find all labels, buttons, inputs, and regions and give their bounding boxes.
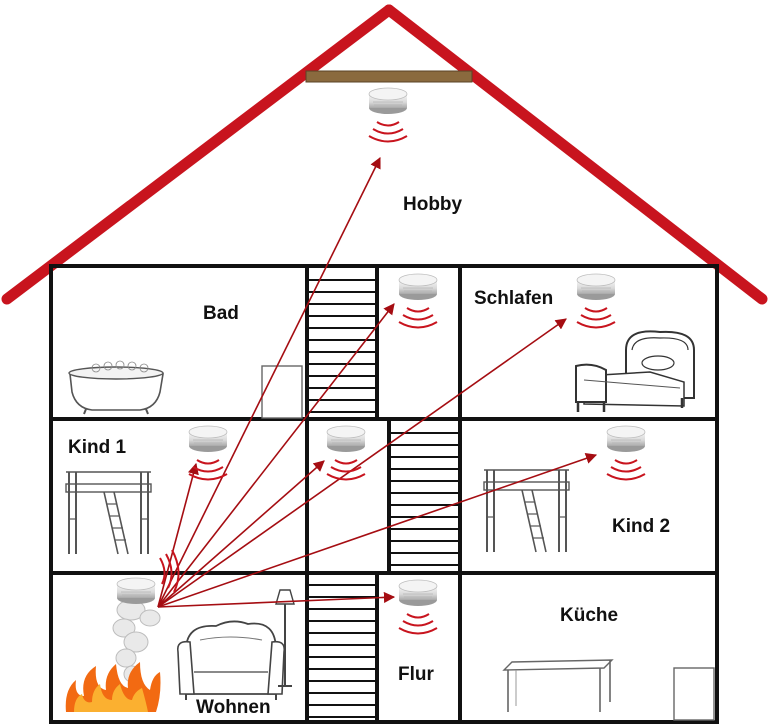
bathtub-icon — [68, 360, 164, 415]
staircase-middle — [389, 432, 458, 566]
roof — [1, 4, 768, 305]
kitchen-door-icon — [673, 667, 715, 721]
detector-flur — [398, 579, 438, 635]
room-label-hobby: Hobby — [403, 194, 463, 215]
smoke-detector-icon — [398, 273, 438, 301]
smoke-detector-icon — [368, 87, 408, 115]
double-bed-icon — [575, 330, 695, 412]
sofa-icon — [176, 620, 286, 700]
smoke-detector-icon — [398, 579, 438, 607]
room-label-kind1: Kind 1 — [68, 437, 126, 458]
arrow-to-flur — [157, 591, 396, 608]
smoke-detector-icon — [326, 425, 366, 453]
house-walls — [49, 264, 719, 724]
alarm-wave-icon — [326, 459, 366, 481]
detector-schlafen — [576, 273, 616, 329]
arrow-to-stair-top — [157, 303, 395, 608]
loft-bed-kind1-icon — [65, 471, 152, 555]
alarm-wave-icon — [398, 613, 438, 635]
detector-wohnen — [116, 549, 180, 605]
detector-stair-middle — [326, 425, 366, 481]
smoke-detector-icon — [606, 425, 646, 453]
arrow-to-kind1 — [157, 462, 199, 608]
kitchen-table-icon — [502, 659, 614, 712]
room-label-bad: Bad — [203, 303, 239, 324]
alarm-wave-icon — [576, 307, 616, 329]
smoke-detector-icon — [576, 273, 616, 301]
alarm-wave-icon — [368, 121, 408, 143]
arrow-to-schlafen — [157, 318, 567, 608]
bath-door-icon — [261, 365, 303, 419]
alarm-wave-icon — [159, 549, 180, 593]
arrow-to-kind2 — [157, 453, 598, 608]
alarm-wave-icon — [398, 307, 438, 329]
detector-kind2 — [606, 425, 646, 481]
alarm-arrows — [157, 156, 598, 608]
detector-stair-top — [398, 273, 438, 329]
room-label-wohnen: Wohnen — [196, 697, 271, 718]
loft-bed-kind2-icon — [483, 469, 570, 553]
staircase-lower — [308, 584, 377, 718]
staircase-upper — [308, 268, 377, 418]
room-label-kind2: Kind 2 — [612, 516, 670, 537]
attic-beam — [305, 70, 473, 83]
room-label-schlafen: Schlafen — [474, 288, 553, 309]
arrow-to-stair-middle — [157, 460, 325, 608]
smoke-detector-icon — [188, 425, 228, 453]
arrow-to-hobby — [157, 156, 381, 608]
detector-hobby — [368, 87, 408, 143]
room-label-flur: Flur — [398, 664, 434, 685]
room-label-kueche: Küche — [560, 605, 618, 626]
smoke-detector-icon — [116, 577, 156, 605]
floor-lamp-icon — [275, 589, 295, 687]
smoke-icon — [112, 599, 161, 683]
fire-icon — [65, 662, 161, 712]
alarm-wave-icon — [606, 459, 646, 481]
